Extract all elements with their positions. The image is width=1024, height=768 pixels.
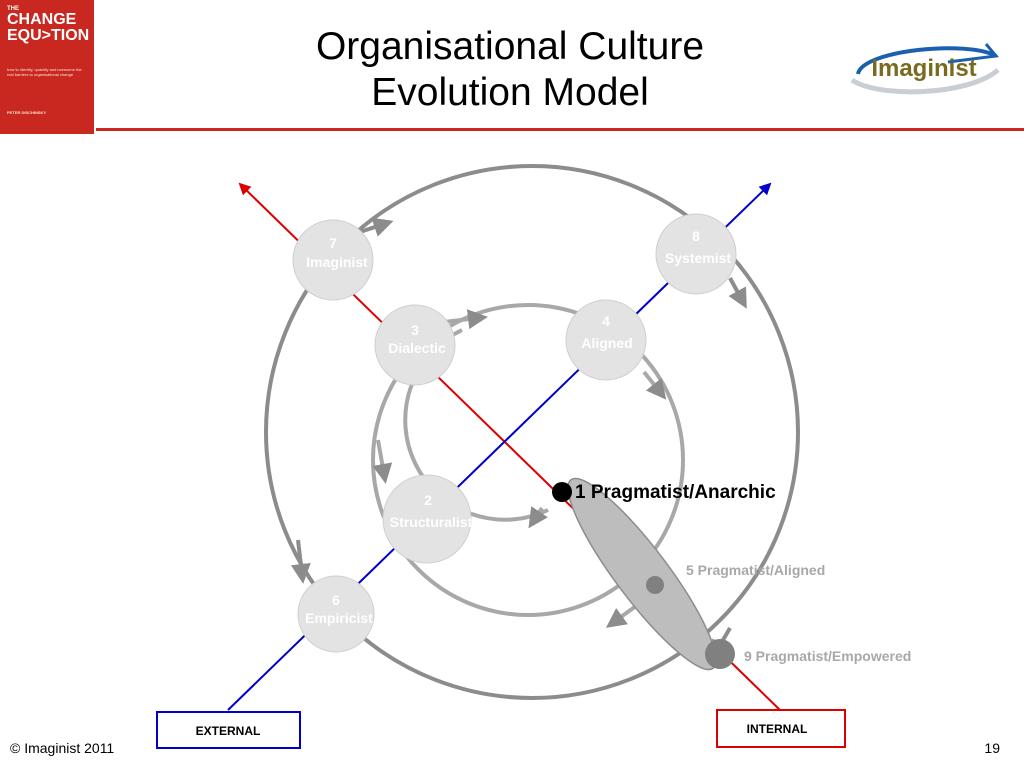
node-3-number: 3 [411,322,419,338]
node-8-label: Systemist [665,250,731,266]
pragmatist-9-label: 9 Pragmatist/Empowered [744,648,911,664]
node-2: 2 Structuralist [383,475,473,563]
node-8: 8 Systemist [656,214,736,294]
cycle-arrow-3 [298,540,302,574]
internal-label: INTERNAL [747,722,808,736]
cycle-arrow-8 [614,606,636,622]
node-4-number: 4 [602,313,610,329]
pragmatist-5-label: 5 Pragmatist/Aligned [686,562,825,578]
pragmatist-5-dot [646,576,664,594]
node-7-number: 7 [329,235,337,251]
external-box: EXTERNAL [157,712,300,748]
pragmatist-9-dot [705,639,735,669]
page-number: 19 [984,740,1000,756]
node-6: 6 Empiricist [298,576,374,652]
node-7: 7 Imaginist [293,220,373,300]
cycle-arrow-5 [444,318,478,322]
node-7-label: Imaginist [306,254,368,270]
node-3: 3 Dialectic [375,305,455,385]
cycle-arrow-7 [378,440,384,474]
node-4: 4 Aligned [566,300,646,380]
node-2-label: Structuralist [390,514,473,530]
node-3-label: Dialectic [388,340,446,356]
node-6-label: Empiricist [305,610,373,626]
pragmatist-1-dot [552,482,572,502]
internal-box: INTERNAL [717,710,845,747]
node-8-number: 8 [692,228,700,244]
node-2-number: 2 [424,492,432,508]
node-6-number: 6 [332,592,340,608]
pragmatist-1-label: 1 Pragmatist/Anarchic [575,482,776,503]
cycle-arrow-2 [730,278,742,300]
copyright: © Imaginist 2011 [10,740,114,756]
external-label: EXTERNAL [196,724,261,738]
node-4-label: Aligned [581,335,632,351]
